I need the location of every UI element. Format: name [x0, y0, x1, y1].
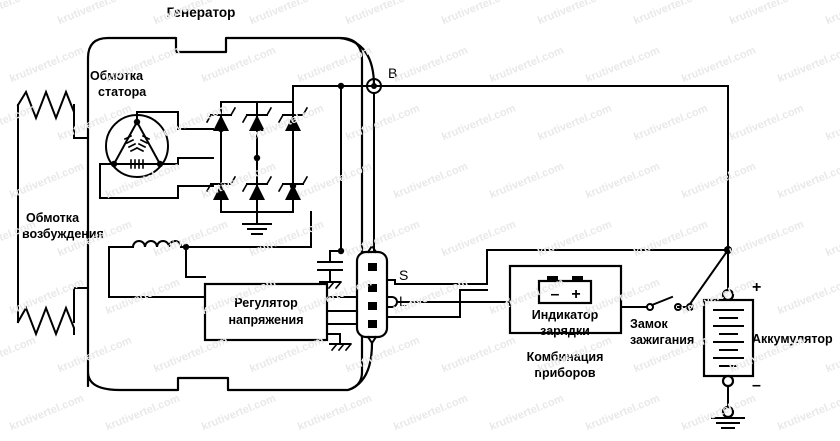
field-coil-inductor [131, 240, 183, 249]
connector-tab-top [366, 244, 378, 254]
field-winding-label-line2: возбуждения [22, 227, 104, 241]
connector-body [355, 250, 389, 339]
battery-positive-post [721, 288, 735, 302]
rectifier-node-c [289, 182, 297, 190]
stator-phase-a-lead [136, 111, 214, 130]
field-winding-label-line1: Обмотка [26, 211, 80, 225]
indicator-minus-sign: – [551, 286, 560, 303]
alternator-housing-outline [86, 36, 364, 392]
ignition-blade-b [688, 248, 730, 306]
stator-delta-triangle [112, 119, 162, 165]
s-terminal-label: S [399, 267, 408, 283]
instrument-cluster-label-line1: Комбинация [527, 350, 604, 364]
stator-winding-zigzag [16, 89, 75, 121]
connector-pin-ig [368, 320, 377, 328]
ignition-switch-label-line2: зажигания [630, 333, 694, 347]
instrument-cluster-label-line2: приборов [534, 366, 595, 380]
regulator-ground-lead [326, 333, 341, 345]
s-sense-wire [394, 249, 729, 285]
ignition-blade-a [650, 295, 674, 307]
b-terminal-label: B [388, 65, 397, 81]
battery-positive-label: + [752, 279, 761, 296]
stator-coil-bottom [130, 159, 144, 169]
charge-indicator-label-line2: зарядки [540, 324, 590, 338]
stator-coil-right [135, 134, 151, 153]
stator-phase-b-lead [159, 157, 214, 165]
housing-connector-return [347, 342, 374, 392]
connector-pin-l [368, 302, 377, 310]
indicator-plus-sign: + [571, 286, 580, 303]
rectifier-diode-upper-c [277, 106, 309, 131]
voltage-regulator-label-line2: напряжения [229, 313, 304, 327]
rectifier-diode-lower-b [241, 175, 273, 200]
ignition-contact-a1 [646, 303, 654, 311]
rectifier-ground-symbol [242, 223, 272, 235]
battery-ground-symbol [711, 417, 745, 429]
rectifier-node-b [253, 154, 261, 162]
battery-body [702, 298, 755, 378]
rectifier-diode-upper-a [205, 106, 237, 131]
charge-indicator-label-line1: Индикатор [532, 308, 599, 322]
connector-stub-s [386, 279, 396, 285]
voltage-regulator-label-line1: Регулятор [234, 296, 298, 310]
battery-negative-post [721, 374, 735, 388]
battery-label: Аккумулятор [752, 332, 833, 346]
field-tap-to-regulator [185, 246, 206, 278]
stator-winding-label-line1: Обмотка [90, 69, 144, 83]
connector-pin-b [368, 263, 377, 271]
voltage-regulator-box [203, 282, 329, 342]
capacitor-ground-symbol [319, 280, 343, 290]
rectifier-diode-lower-a [205, 175, 237, 200]
field-winding-zigzag [16, 305, 75, 337]
ignition-switch-label-line1: Замок [630, 317, 669, 331]
connector-pin-s [368, 284, 377, 292]
field-return-path [108, 246, 206, 298]
b-terminal-dot [371, 83, 377, 89]
rectifier-node-a [217, 125, 225, 133]
battery-plates [713, 309, 744, 367]
generator-title: Генератор [167, 5, 236, 20]
battery-ground-post [721, 405, 735, 419]
stator-coil-left [123, 134, 139, 153]
stator-phase-c-lead [99, 163, 214, 199]
connector-stub-l [386, 296, 398, 308]
battery-negative-label: – [752, 377, 761, 394]
rectifier-to-b-bus [292, 85, 375, 103]
rectifier-diode-upper-b [241, 106, 273, 131]
regulator-ground-symbol [329, 342, 353, 352]
battery-icon: – + [537, 276, 593, 305]
stator-winding-label-line2: статора [98, 85, 147, 99]
ig-wire [394, 289, 488, 318]
